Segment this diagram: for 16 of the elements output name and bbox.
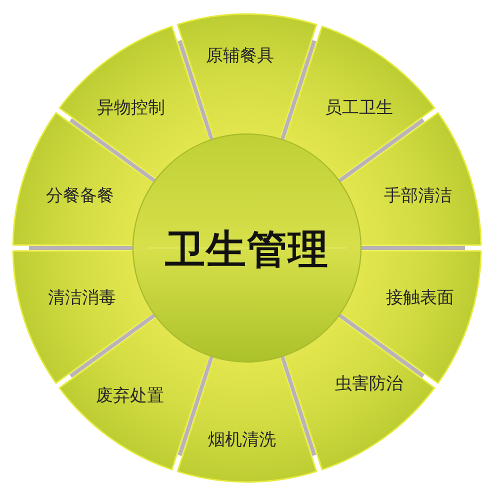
segment-label: 原辅餐具 (206, 46, 274, 66)
segment-label: 分餐备餐 (46, 186, 114, 206)
ring-segment (176, 355, 318, 483)
ring-segment (283, 315, 436, 471)
segment-label: 清洁消毒 (48, 288, 116, 308)
segment-label: 手部清洁 (384, 186, 452, 206)
center-title: 卫生管理 (165, 226, 329, 274)
segment-label: 异物控制 (97, 98, 165, 118)
segment-label: 员工卫生 (325, 98, 393, 118)
segment-label: 虫害防治 (335, 374, 403, 394)
ring-segment (283, 25, 436, 181)
segment-label: 烟机清洗 (208, 430, 276, 450)
segment-label: 接触表面 (386, 288, 454, 308)
ring-segment (12, 250, 155, 385)
segment-label: 废弃处置 (96, 386, 164, 406)
ring-segment (176, 13, 318, 141)
